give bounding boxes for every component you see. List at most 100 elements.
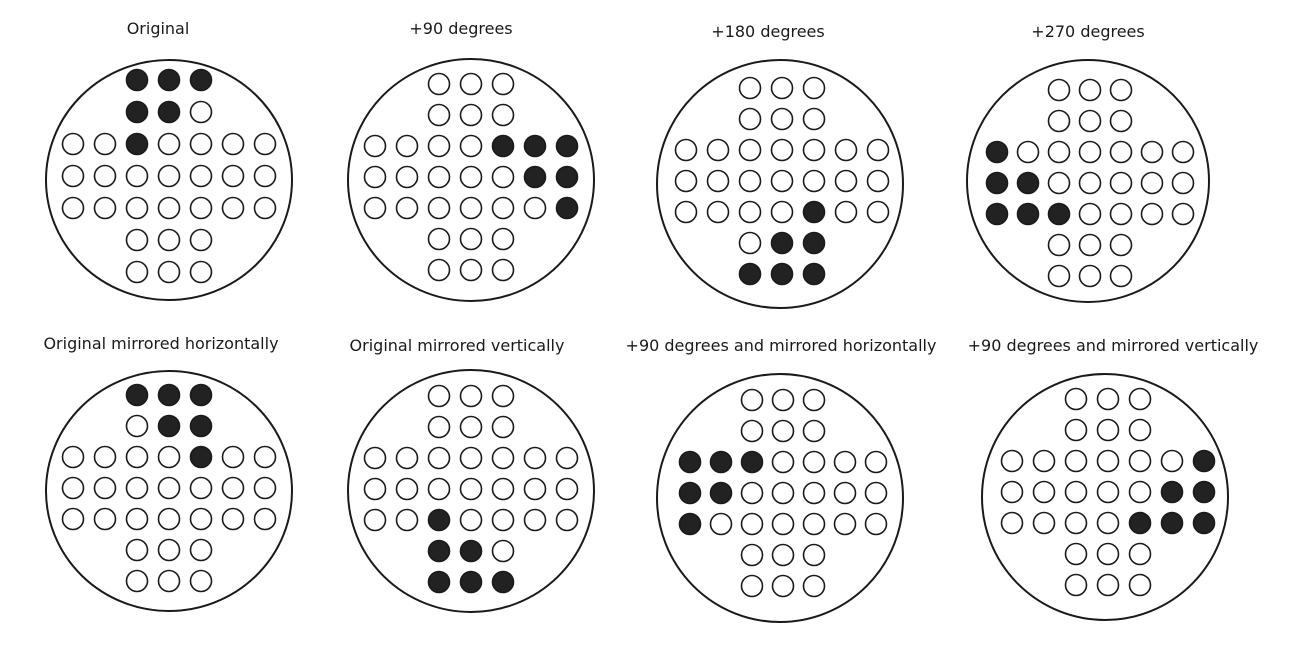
peg-hole-empty [1047,171,1071,195]
peg-hole-empty [125,445,149,469]
board-caption: Original [126,19,190,38]
peg-hole-empty [221,164,245,188]
peg-filled [985,202,1009,226]
peg-hole-empty [459,165,483,189]
peg-filled [555,134,579,158]
peg-hole-empty [1032,449,1056,473]
peg-hole-empty [189,164,213,188]
peg-filled [125,383,149,407]
peg-hole-empty [1078,233,1102,257]
peg-hole-empty [1064,480,1088,504]
peg-hole-empty [427,103,451,127]
peg-hole-empty [189,260,213,284]
board-caption: +90 degrees and mirrored vertically [967,336,1259,355]
peg-filled [709,481,733,505]
peg-hole-empty [459,196,483,220]
peg-hole-empty [771,481,795,505]
peg-hole-empty [1128,449,1152,473]
peg-hole-empty [221,196,245,220]
peg-filled [491,570,515,594]
peg-hole-empty [189,507,213,531]
peg-filled [427,508,451,532]
peg-hole-empty [459,415,483,439]
peg-hole-empty [738,169,762,193]
peg-hole-empty [459,72,483,96]
peg-hole-empty [523,196,547,220]
peg-hole-empty [459,103,483,127]
peg-filled [985,140,1009,164]
peg-hole-empty [1128,542,1152,566]
peg-hole-empty [740,574,764,598]
peg-hole-empty [253,507,277,531]
peg-hole-empty [1064,511,1088,535]
peg-hole-empty [1047,78,1071,102]
peg-hole-empty [802,138,826,162]
peg-hole-empty [427,196,451,220]
peg-hole-empty [1128,387,1152,411]
peg-hole-empty [1032,511,1056,535]
peg-hole-empty [864,512,888,536]
peg-hole-empty [738,76,762,100]
peg-hole-empty [125,569,149,593]
peg-hole-empty [1096,449,1120,473]
peg-hole-empty [189,476,213,500]
peg-hole-empty [706,138,730,162]
peg-hole-empty [1140,171,1164,195]
peg-hole-empty [491,165,515,189]
peg-hole-empty [491,258,515,282]
peg-hole-empty [833,450,857,474]
peg-filled [157,68,181,92]
peg-hole-empty [706,169,730,193]
solitaire-board [656,373,904,623]
peg-hole-empty [1078,78,1102,102]
peg-filled [1192,511,1216,535]
peg-hole-empty [1140,202,1164,226]
peg-hole-empty [802,388,826,412]
peg-hole-empty [1171,140,1195,164]
peg-hole-empty [157,164,181,188]
peg-hole-empty [1078,264,1102,288]
peg-hole-empty [738,138,762,162]
peg-hole-empty [1128,418,1152,442]
peg-hole-empty [1096,511,1120,535]
peg-hole-empty [491,446,515,470]
peg-hole-empty [459,477,483,501]
peg-filled [523,134,547,158]
peg-hole-empty [189,196,213,220]
peg-hole-empty [738,231,762,255]
solitaire-board [45,370,293,612]
peg-hole-empty [363,134,387,158]
peg-hole-empty [253,196,277,220]
peg-hole-empty [1064,542,1088,566]
peg-hole-empty [125,196,149,220]
peg-hole-empty [395,196,419,220]
peg-hole-empty [523,477,547,501]
peg-hole-empty [427,227,451,251]
peg-hole-empty [1047,109,1071,133]
peg-hole-empty [771,450,795,474]
peg-filled [1192,449,1216,473]
peg-hole-empty [866,169,890,193]
peg-hole-empty [802,481,826,505]
peg-hole-empty [125,414,149,438]
peg-hole-empty [93,507,117,531]
peg-hole-empty [802,169,826,193]
peg-hole-empty [1078,171,1102,195]
peg-hole-empty [834,138,858,162]
peg-hole-empty [157,260,181,284]
peg-hole-empty [427,134,451,158]
peg-hole-empty [427,384,451,408]
peg-hole-empty [770,138,794,162]
peg-hole-empty [125,260,149,284]
peg-hole-empty [1128,573,1152,597]
peg-hole-empty [866,138,890,162]
peg-filled [125,132,149,156]
peg-hole-empty [1096,573,1120,597]
peg-filled [459,539,483,563]
peg-hole-empty [1047,140,1071,164]
peg-hole-empty [833,481,857,505]
board-caption: +90 degrees and mirrored horizontally [625,336,937,355]
peg-hole-empty [802,76,826,100]
peg-hole-empty [1000,449,1024,473]
peg-filled [555,165,579,189]
